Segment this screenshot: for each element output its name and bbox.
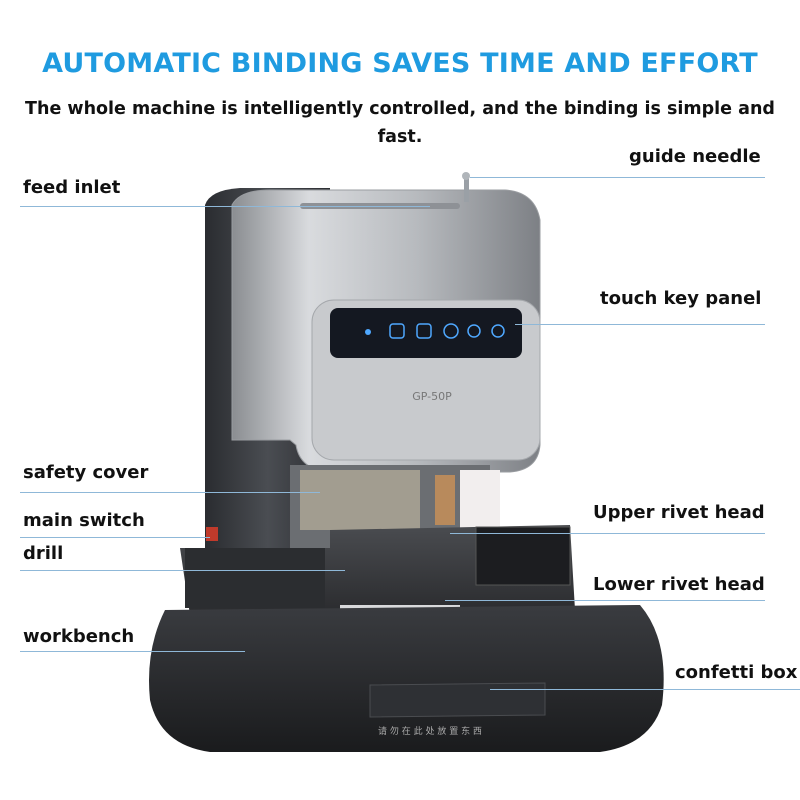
panel-key-2-icon	[416, 323, 432, 339]
leader-touch-key-panel	[515, 324, 765, 325]
callout-workbench: workbench	[23, 626, 135, 647]
safety-cover	[300, 470, 420, 530]
leader-safety-cover	[20, 492, 320, 493]
leader-feed-inlet	[20, 206, 430, 207]
callout-main-switch: main switch	[23, 510, 145, 531]
touch-key-panel	[330, 308, 522, 358]
panel-key-5-icon	[491, 324, 505, 338]
callout-confetti-box: confetti box	[675, 662, 798, 683]
guide-needle	[464, 176, 469, 202]
ruler-scale	[185, 548, 325, 608]
leader-workbench	[20, 651, 245, 652]
leader-upper-rivet-head	[450, 533, 765, 534]
page-title: AUTOMATIC BINDING SAVES TIME AND EFFORT	[42, 48, 758, 79]
callout-safety-cover: safety cover	[23, 462, 149, 483]
callout-drill: drill	[23, 543, 64, 564]
callout-touch-key-panel: touch key panel	[600, 288, 762, 309]
confetti-box-text: 请 勿 在 此 处 放 置 东 西	[378, 725, 482, 737]
guide-needle-tip	[462, 172, 470, 180]
power-led-icon	[365, 329, 371, 335]
main-switch	[206, 527, 218, 541]
callout-guide-needle: guide needle	[629, 146, 761, 167]
leader-confetti-box	[490, 689, 800, 690]
callout-lower-rivet-head: Lower rivet head	[593, 574, 765, 595]
callout-feed-inlet: feed inlet	[23, 177, 121, 198]
page-subtitle: The whole machine is intelligently contr…	[0, 95, 800, 151]
confetti-box	[369, 682, 546, 718]
panel-key-1-icon	[389, 323, 405, 339]
leader-lower-rivet-head	[445, 600, 765, 601]
leader-guide-needle	[470, 177, 765, 178]
subtitle-line-2: fast.	[377, 127, 423, 147]
leader-main-switch	[20, 537, 210, 538]
callout-upper-rivet-head: Upper rivet head	[593, 502, 765, 523]
panel-key-3-icon	[443, 323, 459, 339]
panel-key-4-icon	[467, 324, 481, 338]
model-label: GP-50P	[412, 390, 452, 403]
leader-drill	[20, 570, 345, 571]
subtitle-line-1: The whole machine is intelligently contr…	[25, 99, 775, 119]
instruction-sticker	[475, 526, 571, 586]
warning-label	[460, 470, 500, 530]
upper-rivet-head	[435, 475, 455, 525]
